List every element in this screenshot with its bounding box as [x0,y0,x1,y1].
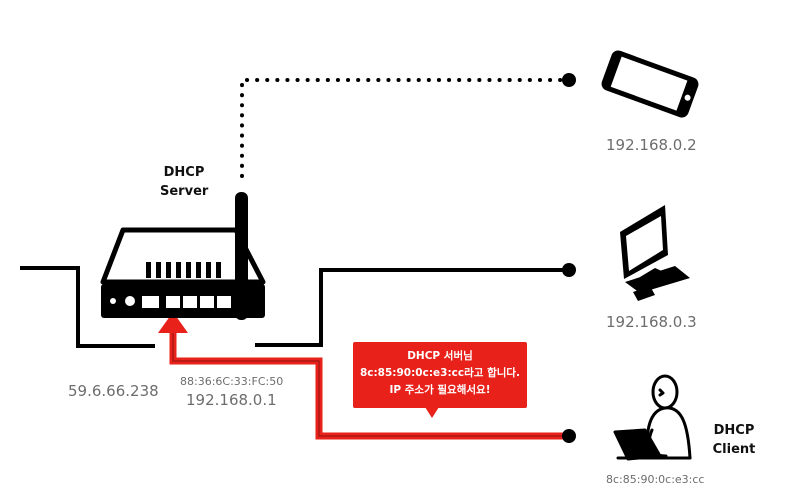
wan-cable [20,266,155,348]
arrow-head [158,312,188,333]
router-mac: 88:36:6C:33:FC:50 [180,375,284,388]
server-label-line1: DHCP [163,165,205,180]
antenna-icon [235,192,248,320]
client-mac: 8c:85:90:0c:e3:cc [606,473,705,486]
pc-endpoint-dot [562,263,576,277]
desktop-pc-icon [620,205,690,301]
message-tail [425,407,439,418]
client-endpoint-dot [562,429,576,443]
message-line3: IP 주소가 필요해서요! [389,384,491,396]
dhcp-request-message: DHCP 서버님 8c:85:90:0c:e3:cc라고 합니다. IP 주소가… [353,342,527,408]
smartphone-icon [601,50,699,118]
server-label-line2: Server [160,184,209,199]
phone-endpoint-dot [562,73,576,87]
pc-ip: 192.168.0.3 [606,313,697,331]
client-label: DHCP Client [710,421,758,459]
client-label-line1: DHCP [713,423,755,438]
message-line2: 8c:85:90:0c:e3:cc라고 합니다. [359,367,521,379]
router-lan-ip: 192.168.0.1 [186,391,277,409]
client-cable-highlight [169,322,568,440]
client-label-line2: Client [712,442,756,457]
message-line1: DHCP 서버님 [407,350,473,362]
pc-cable [255,268,568,347]
client-cable [172,322,568,437]
wan-ip: 59.6.66.238 [68,382,159,400]
server-label: DHCP Server [160,163,208,201]
phone-ip: 192.168.0.2 [606,136,697,154]
person-laptop-icon [613,374,692,461]
wireless-link [240,78,570,178]
